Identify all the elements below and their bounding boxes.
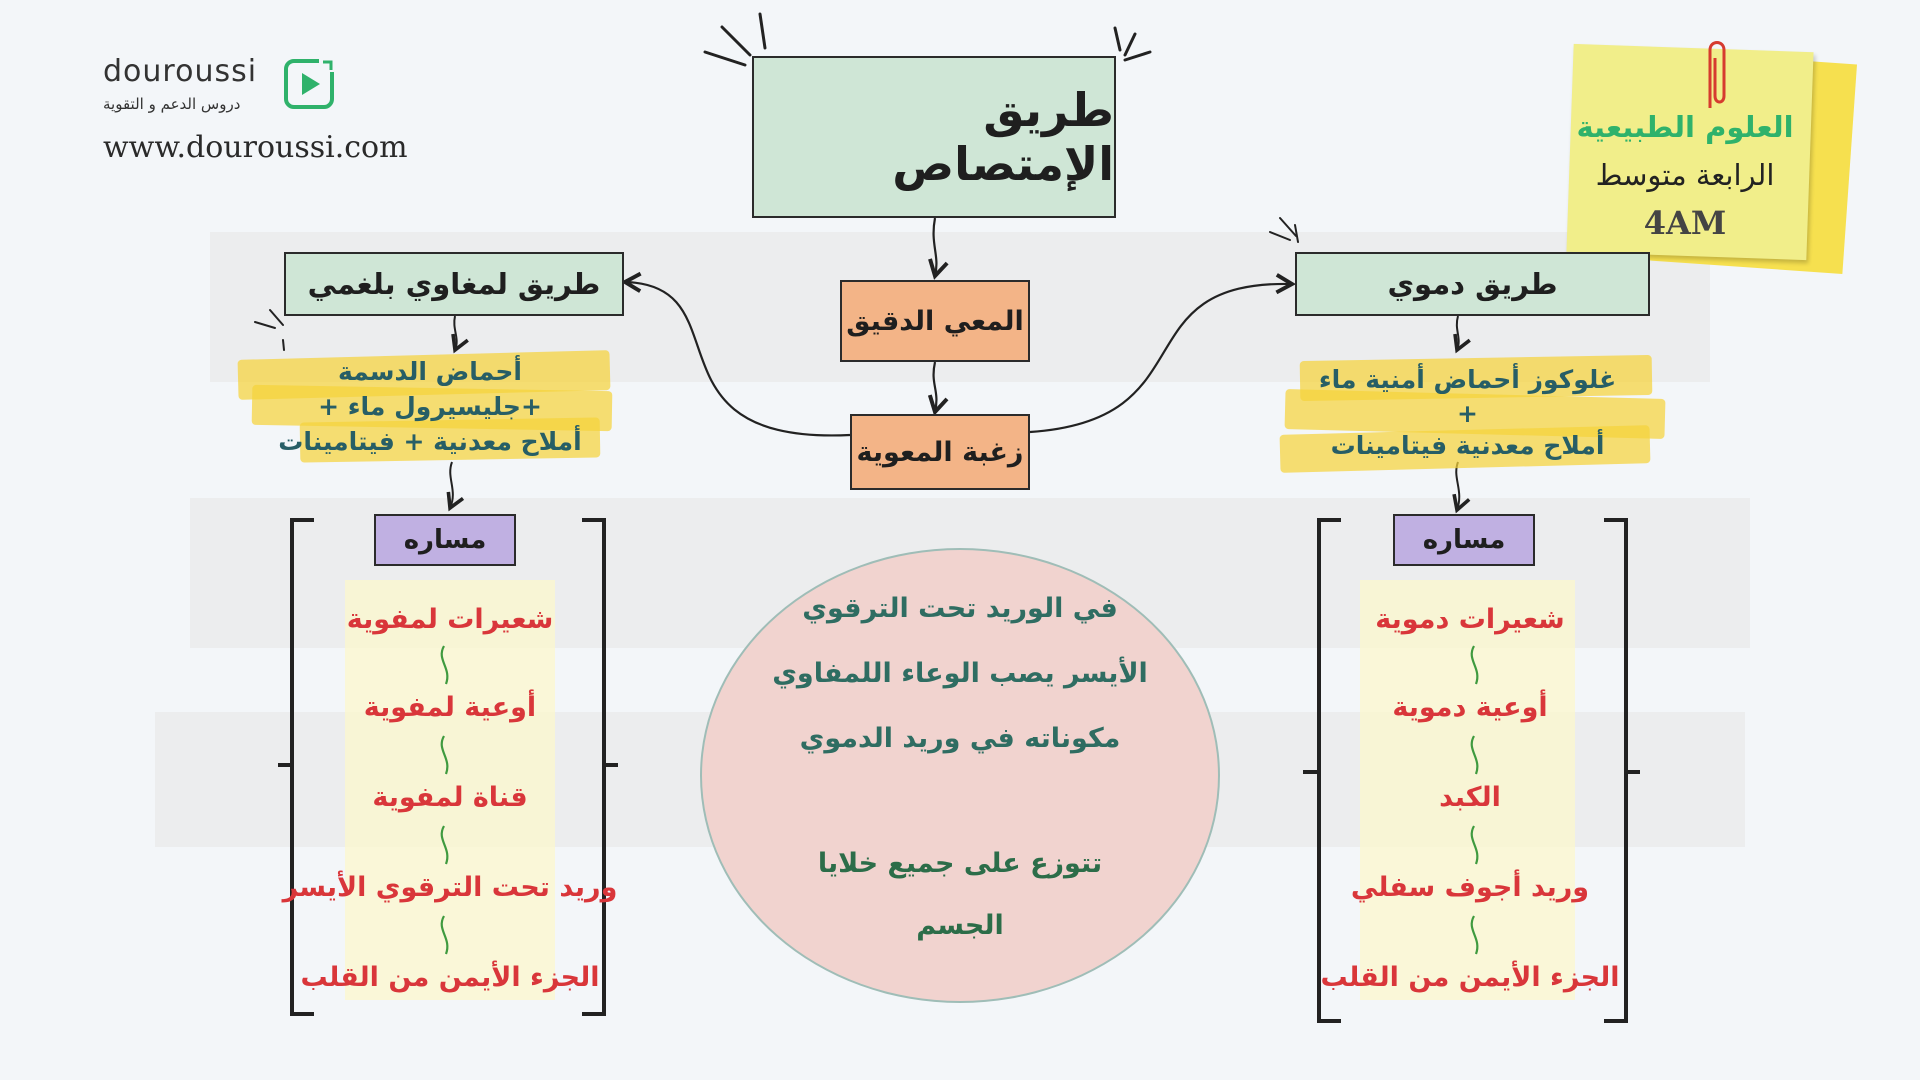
right-bracket bbox=[582, 518, 606, 1016]
villi-box: زغبة المعوية bbox=[850, 414, 1030, 490]
bracket-tick bbox=[1626, 770, 1640, 774]
page-title: طريق الإمتصاص bbox=[752, 56, 1116, 218]
arrow-down-icon bbox=[440, 825, 449, 865]
blood-step-2: أوعية دموية bbox=[1392, 692, 1548, 723]
lymph-nutrients-1: أحماض الدسمة bbox=[338, 357, 522, 386]
blood-step-4: وريد أجوف سفلي bbox=[1350, 872, 1590, 903]
play-icon bbox=[283, 58, 335, 110]
bracket-tick bbox=[1303, 770, 1317, 774]
arrow-down-icon bbox=[440, 915, 449, 955]
blood-nutrients-2: + bbox=[1457, 399, 1478, 428]
lymph-nutrients-3: أملاح معدنية + فيتامينات bbox=[278, 427, 582, 456]
circle-result-2: الجسم bbox=[916, 910, 1004, 941]
blood-nutrients-1: غلوكوز أحماض أمنية ماء bbox=[1318, 365, 1617, 394]
sticky-subject: العلوم الطبيعية bbox=[1576, 110, 1794, 144]
circle-line-1: في الوريد تحت الترقوي bbox=[802, 593, 1118, 624]
blood-step-3: الكبد bbox=[1439, 782, 1501, 813]
sticky-level: الرابعة متوسط bbox=[1595, 158, 1775, 192]
paperclip-icon bbox=[1700, 38, 1730, 118]
lymph-step-4: وريد تحت الترقوي الأيسر bbox=[282, 872, 618, 903]
pale-wash bbox=[345, 580, 555, 1000]
lymph-header: طريق لمغاوي بلغمي bbox=[284, 252, 624, 316]
left-bracket bbox=[1317, 518, 1341, 1023]
brand-tagline: دروس الدعم و التقوية bbox=[103, 95, 241, 113]
brand-url: www.douroussi.com bbox=[103, 130, 408, 165]
lymph-nutrients-2: +جليسيرول ماء + bbox=[318, 392, 542, 421]
lymph-step-3: قناة لمفوية bbox=[372, 782, 528, 813]
blood-nutrients-3: أملاح معدنية فيتامينات bbox=[1330, 431, 1605, 460]
arrow-down-icon bbox=[440, 645, 449, 685]
brand-name: douroussi bbox=[103, 54, 258, 89]
blood-step-5: الجزء الأيمن من القلب bbox=[1320, 962, 1620, 993]
blood-header: طريق دموي bbox=[1295, 252, 1650, 316]
lymph-step-2: أوعية لمفوية bbox=[363, 692, 537, 723]
result-circle bbox=[700, 548, 1220, 1003]
circle-line-2: الأيسر يصب الوعاء اللمفاوي bbox=[772, 658, 1148, 689]
arrow-down-icon bbox=[1470, 825, 1479, 865]
bracket-tick bbox=[278, 763, 292, 767]
left-bracket bbox=[290, 518, 314, 1016]
bracket-tick bbox=[604, 763, 618, 767]
circle-line-3: مكوناته في وريد الدموي bbox=[799, 723, 1121, 754]
arrow-down-icon bbox=[1470, 915, 1479, 955]
blood-step-1: شعيرات دموية bbox=[1375, 604, 1565, 635]
blood-path-label: مساره bbox=[1393, 514, 1535, 566]
arrow-down-icon bbox=[440, 735, 449, 775]
lymph-path-label: مساره bbox=[374, 514, 516, 566]
lymph-step-5: الجزء الأيمن من القلب bbox=[300, 962, 600, 993]
lymph-step-1: شعيرات لمفوية bbox=[346, 604, 554, 635]
circle-result-1: تتوزع على جميع خلايا bbox=[817, 848, 1103, 879]
arrow-down-icon bbox=[1470, 735, 1479, 775]
sticky-code: 4AM bbox=[1643, 204, 1727, 242]
pale-wash bbox=[1360, 580, 1575, 1000]
intestine-box: المعي الدقيق bbox=[840, 280, 1030, 362]
arrow-down-icon bbox=[1470, 645, 1479, 685]
